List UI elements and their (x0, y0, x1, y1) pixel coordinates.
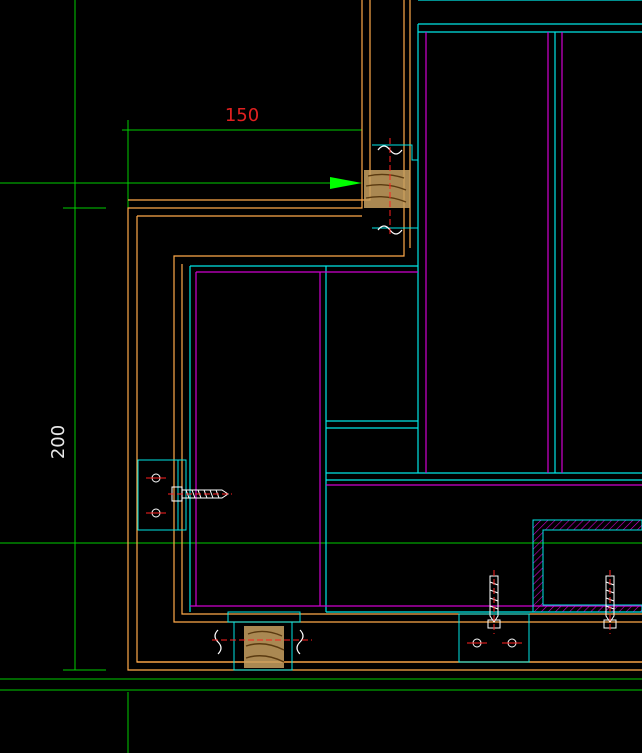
frame-outline (127, 0, 642, 671)
bottom-plate-assembly (458, 613, 530, 663)
top-gasket-assembly (364, 138, 419, 235)
dimension-label-150: 150 (225, 105, 259, 126)
dimension-label-200: 200 (48, 425, 69, 459)
profile-lines (189, 0, 642, 613)
bottom-gasket-assembly (212, 611, 312, 671)
arrow-marker (330, 177, 362, 189)
hatched-bracket (532, 519, 642, 613)
left-bracket-assembly (137, 459, 232, 531)
vertical-screw-2 (603, 570, 617, 634)
vertical-screw-1 (487, 570, 501, 634)
